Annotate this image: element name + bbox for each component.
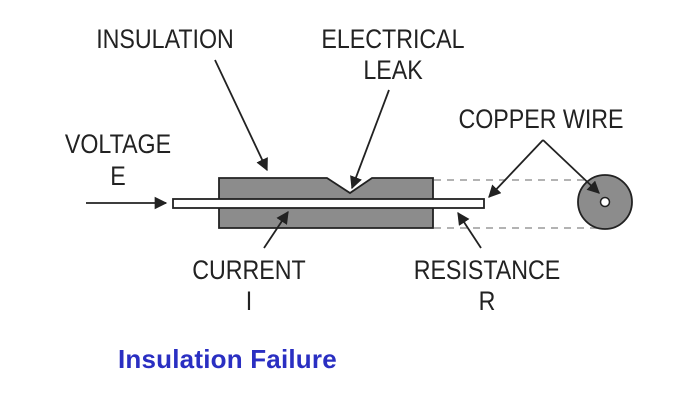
resistance-label-line1: RESISTANCE [414, 255, 561, 285]
copper-wire-arrow-left [488, 139, 544, 198]
current-label-line2: I [246, 286, 252, 316]
resistance-label-line2: R [479, 286, 496, 316]
electrical-leak-label-line1: ELECTRICAL [321, 24, 464, 54]
diagram-caption: Insulation Failure [118, 344, 337, 374]
voltage-label-line2: E [110, 161, 125, 191]
electrical-leak-arrow [350, 89, 390, 190]
copper-wire-label: COPPER WIRE [458, 104, 623, 134]
copper-wire-arrow-right [542, 139, 600, 194]
copper-wire [172, 198, 485, 209]
current-arrow [263, 210, 289, 249]
resistance-arrow [457, 211, 482, 249]
current-label-line1: CURRENT [192, 255, 305, 285]
wire-cross-section-icon [599, 196, 611, 208]
electrical-leak-label-line2: LEAK [363, 55, 423, 85]
insulation-label: INSULATION [96, 24, 234, 54]
insulation-arrow [214, 59, 268, 172]
voltage-label-line1: VOLTAGE [65, 129, 171, 159]
